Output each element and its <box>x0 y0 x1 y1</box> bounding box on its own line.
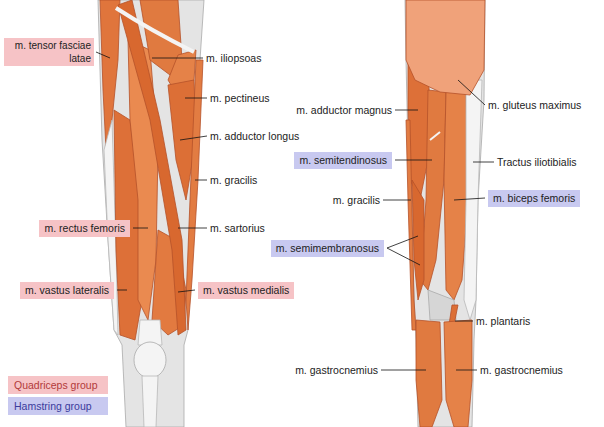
leader-line <box>178 228 207 229</box>
muscle-label: m. gluteus maximus <box>488 99 581 112</box>
inguinal-ligament <box>116 8 194 52</box>
muscle-label-box: m. biceps femoris <box>488 190 580 207</box>
muscle-label: m. adductor magnus <box>296 104 392 117</box>
leader-line <box>456 370 477 371</box>
muscle-label: m. gracilis <box>333 194 380 207</box>
tendinous-inscription <box>430 132 440 140</box>
leader-line <box>152 58 203 59</box>
legend-text: Hamstring group <box>14 400 92 412</box>
posterior-thigh <box>405 0 485 427</box>
semimembranosus <box>412 180 424 300</box>
legend-text: Quadriceps group <box>14 379 97 391</box>
leader-line <box>387 248 420 265</box>
muscle-name: m. vastus medialis <box>203 284 289 296</box>
leader-line <box>395 110 418 111</box>
fascia <box>98 0 204 427</box>
muscle-name: m. semitendinosus <box>299 154 387 166</box>
leader-line <box>185 98 207 99</box>
leader-line <box>455 321 473 322</box>
muscle-label: m. pectineus <box>210 92 270 105</box>
muscle-label: m. adductor longus <box>210 130 299 143</box>
muscle-label: Tractus iliotibialis <box>497 156 577 169</box>
leader-line <box>381 370 426 371</box>
gastrocnemius-lateral-head <box>444 320 472 427</box>
iliotibial-tract <box>464 80 482 320</box>
legend-swatch: Hamstring group <box>8 397 108 415</box>
muscle-label-box: m. semimembranosus <box>271 240 384 257</box>
leader-line <box>454 198 485 200</box>
muscle-label: m. plantaris <box>476 315 530 328</box>
leader-line <box>178 290 195 292</box>
anterior-thigh <box>98 0 204 427</box>
leader-line <box>473 162 494 163</box>
leader-line <box>458 80 485 105</box>
leader-line <box>383 200 411 201</box>
gastrocnemius-medial-head <box>416 320 442 427</box>
gluteus-maximus <box>406 0 485 95</box>
legend-swatch: Quadriceps group <box>8 376 108 394</box>
muscle-label: m. iliopsoas <box>206 52 261 65</box>
leader-line <box>195 180 207 181</box>
muscle-label-box: m. vastus medialis <box>198 282 294 299</box>
patellar-ligament <box>142 376 158 427</box>
muscle-name: m. tensor fasciae latae <box>15 40 91 64</box>
leader-line <box>395 160 432 161</box>
patella <box>134 342 166 378</box>
muscle-name: m. biceps femoris <box>493 192 575 204</box>
muscle-label: m. gastrocnemius <box>295 364 378 377</box>
leader-lines <box>96 52 494 370</box>
leader-line <box>96 52 110 58</box>
muscle-label-box: m. tensor fasciae latae <box>4 38 94 66</box>
quadriceps-tendon <box>138 320 162 345</box>
muscle-name: m. semimembranosus <box>276 242 379 254</box>
fascia <box>405 0 485 427</box>
leader-line <box>387 236 418 248</box>
leader-line <box>180 136 207 140</box>
sartorius <box>118 0 186 335</box>
muscle-label: m. gracilis <box>210 174 257 187</box>
muscle-label: m. gastrocnemius <box>480 364 563 377</box>
muscle-label: m. sartorius <box>210 222 265 235</box>
leader-line <box>133 228 148 229</box>
muscle-label-box: m. rectus femoris <box>39 220 130 237</box>
leader-line <box>117 290 127 291</box>
muscle-label-box: m. semitendinosus <box>294 152 392 169</box>
muscle-name: m. vastus lateralis <box>25 284 109 296</box>
muscle-label-box: m. vastus lateralis <box>20 282 114 299</box>
muscle-name: m. rectus femoris <box>44 222 125 234</box>
